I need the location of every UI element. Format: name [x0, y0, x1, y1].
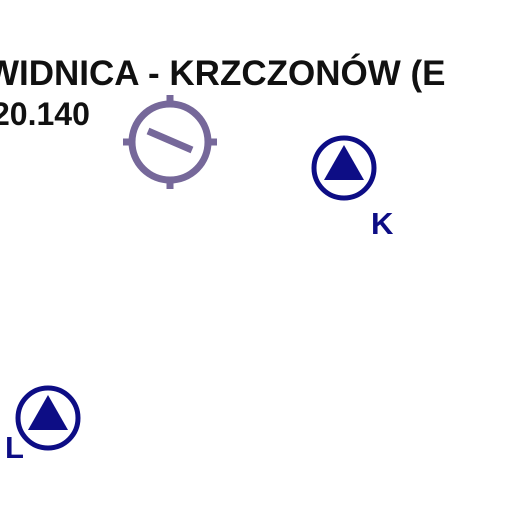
- aerodrome-symbol-icon: [123, 95, 217, 189]
- reporting-point-triangle-icon: [15, 385, 81, 451]
- aerodrome-name-label: WIDNICA - KRZCZONÓW (E: [0, 54, 446, 93]
- reporting-point-triangle-icon: [311, 135, 377, 201]
- reporting-point-k-icon: [311, 135, 377, 201]
- reporting-point-l-label: L: [5, 430, 24, 465]
- reporting-point-k-label: K: [371, 206, 394, 241]
- aerodrome-frequency-label: 20.140: [0, 96, 90, 132]
- aerodrome-symbol-shape: [123, 95, 217, 189]
- reporting-point-l-icon: [15, 385, 81, 451]
